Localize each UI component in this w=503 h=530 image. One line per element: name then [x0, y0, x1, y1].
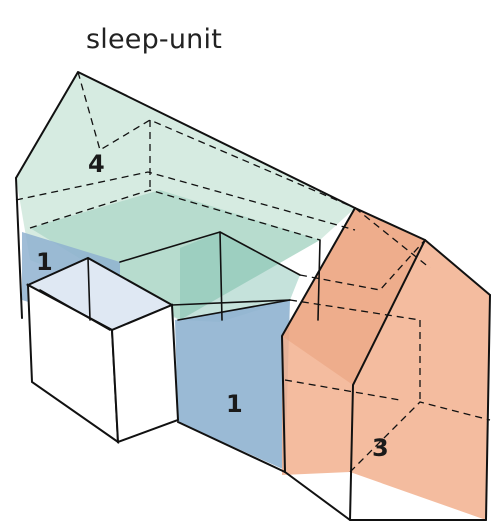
- zone-label-3: 3: [372, 434, 389, 462]
- zone-label-4: 4: [88, 150, 105, 178]
- hidden-edges: [15, 71, 491, 473]
- diagram-title: sleep-unit: [86, 24, 222, 55]
- protruding-box: [25, 256, 180, 444]
- zone-3-volume: [282, 208, 490, 520]
- zone-label-1-left: 1: [36, 248, 53, 276]
- zone-label-1-front: 1: [226, 390, 243, 418]
